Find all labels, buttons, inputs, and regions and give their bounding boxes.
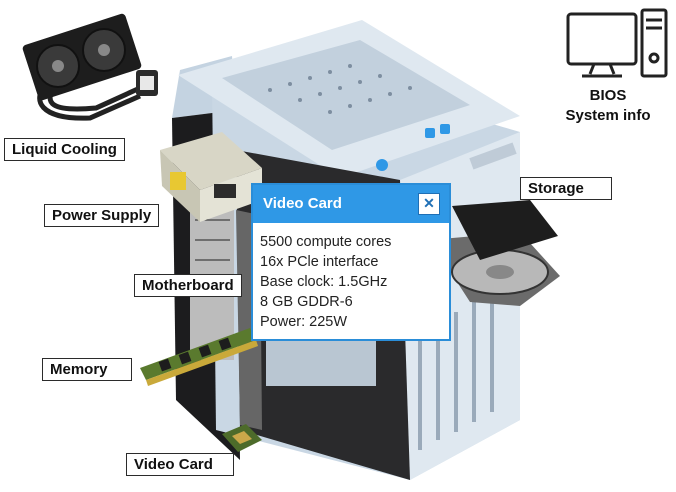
liquid-cooler-icon[interactable] [22, 13, 158, 121]
popup-header: Video Card ✕ [253, 185, 449, 223]
computer-icon[interactable] [566, 8, 668, 78]
liquid-cooling-label[interactable]: Liquid Cooling [4, 138, 125, 161]
ram-stick-icon[interactable] [140, 328, 258, 386]
spec-line: 8 GB GDDR-6 [260, 294, 353, 310]
hard-drive-icon[interactable] [430, 200, 560, 306]
bios-subtitle: System info [565, 107, 651, 124]
popup-spec-list: 5500 compute cores 16x PCle interface Ba… [253, 223, 449, 332]
power-supply-label[interactable]: Power Supply [44, 204, 160, 227]
spec-line: 16x PCle interface [260, 254, 379, 270]
spec-line: Power: 225W [260, 314, 348, 330]
bios-title: BIOS [589, 87, 627, 104]
video-card-label[interactable]: Video Card [126, 453, 234, 476]
close-icon[interactable]: ✕ [418, 193, 440, 215]
bios-label[interactable]: BIOS System info [556, 86, 660, 126]
video-card-popup: Video Card ✕ 5500 compute cores 16x PCle… [251, 183, 451, 341]
spec-line: 5500 compute cores [260, 234, 392, 250]
popup-title: Video Card [263, 195, 342, 212]
spec-line: Base clock: 1.5GHz [260, 274, 388, 290]
storage-label[interactable]: Storage [520, 177, 612, 200]
power-supply-icon[interactable] [160, 132, 262, 222]
motherboard-label[interactable]: Motherboard [134, 274, 242, 297]
memory-label[interactable]: Memory [42, 358, 132, 381]
chip-icon[interactable] [222, 424, 262, 452]
